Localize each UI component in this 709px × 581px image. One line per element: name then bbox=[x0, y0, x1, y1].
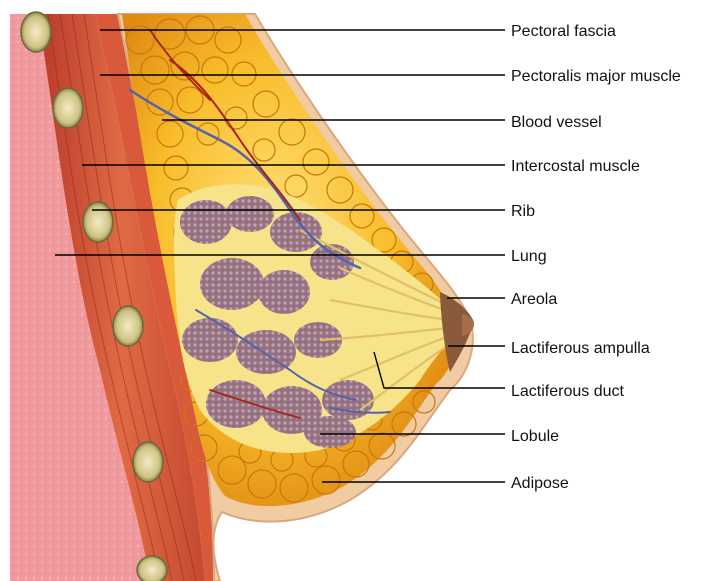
label-lobule: Lobule bbox=[511, 428, 559, 446]
label-lactiferous-ampulla: Lactiferous ampulla bbox=[511, 340, 650, 358]
label-adipose: Adipose bbox=[511, 475, 569, 493]
label-pectoral-fascia: Pectoral fascia bbox=[511, 23, 616, 41]
label-rib: Rib bbox=[511, 203, 535, 221]
label-intercostal-muscle: Intercostal muscle bbox=[511, 158, 640, 176]
label-blood-vessel: Blood vessel bbox=[511, 114, 602, 132]
label-pectoralis-major-muscle: Pectoralis major muscle bbox=[511, 68, 681, 86]
label-lung: Lung bbox=[511, 248, 547, 266]
label-areola: Areola bbox=[511, 291, 557, 309]
label-lactiferous-duct: Lactiferous duct bbox=[511, 383, 624, 401]
